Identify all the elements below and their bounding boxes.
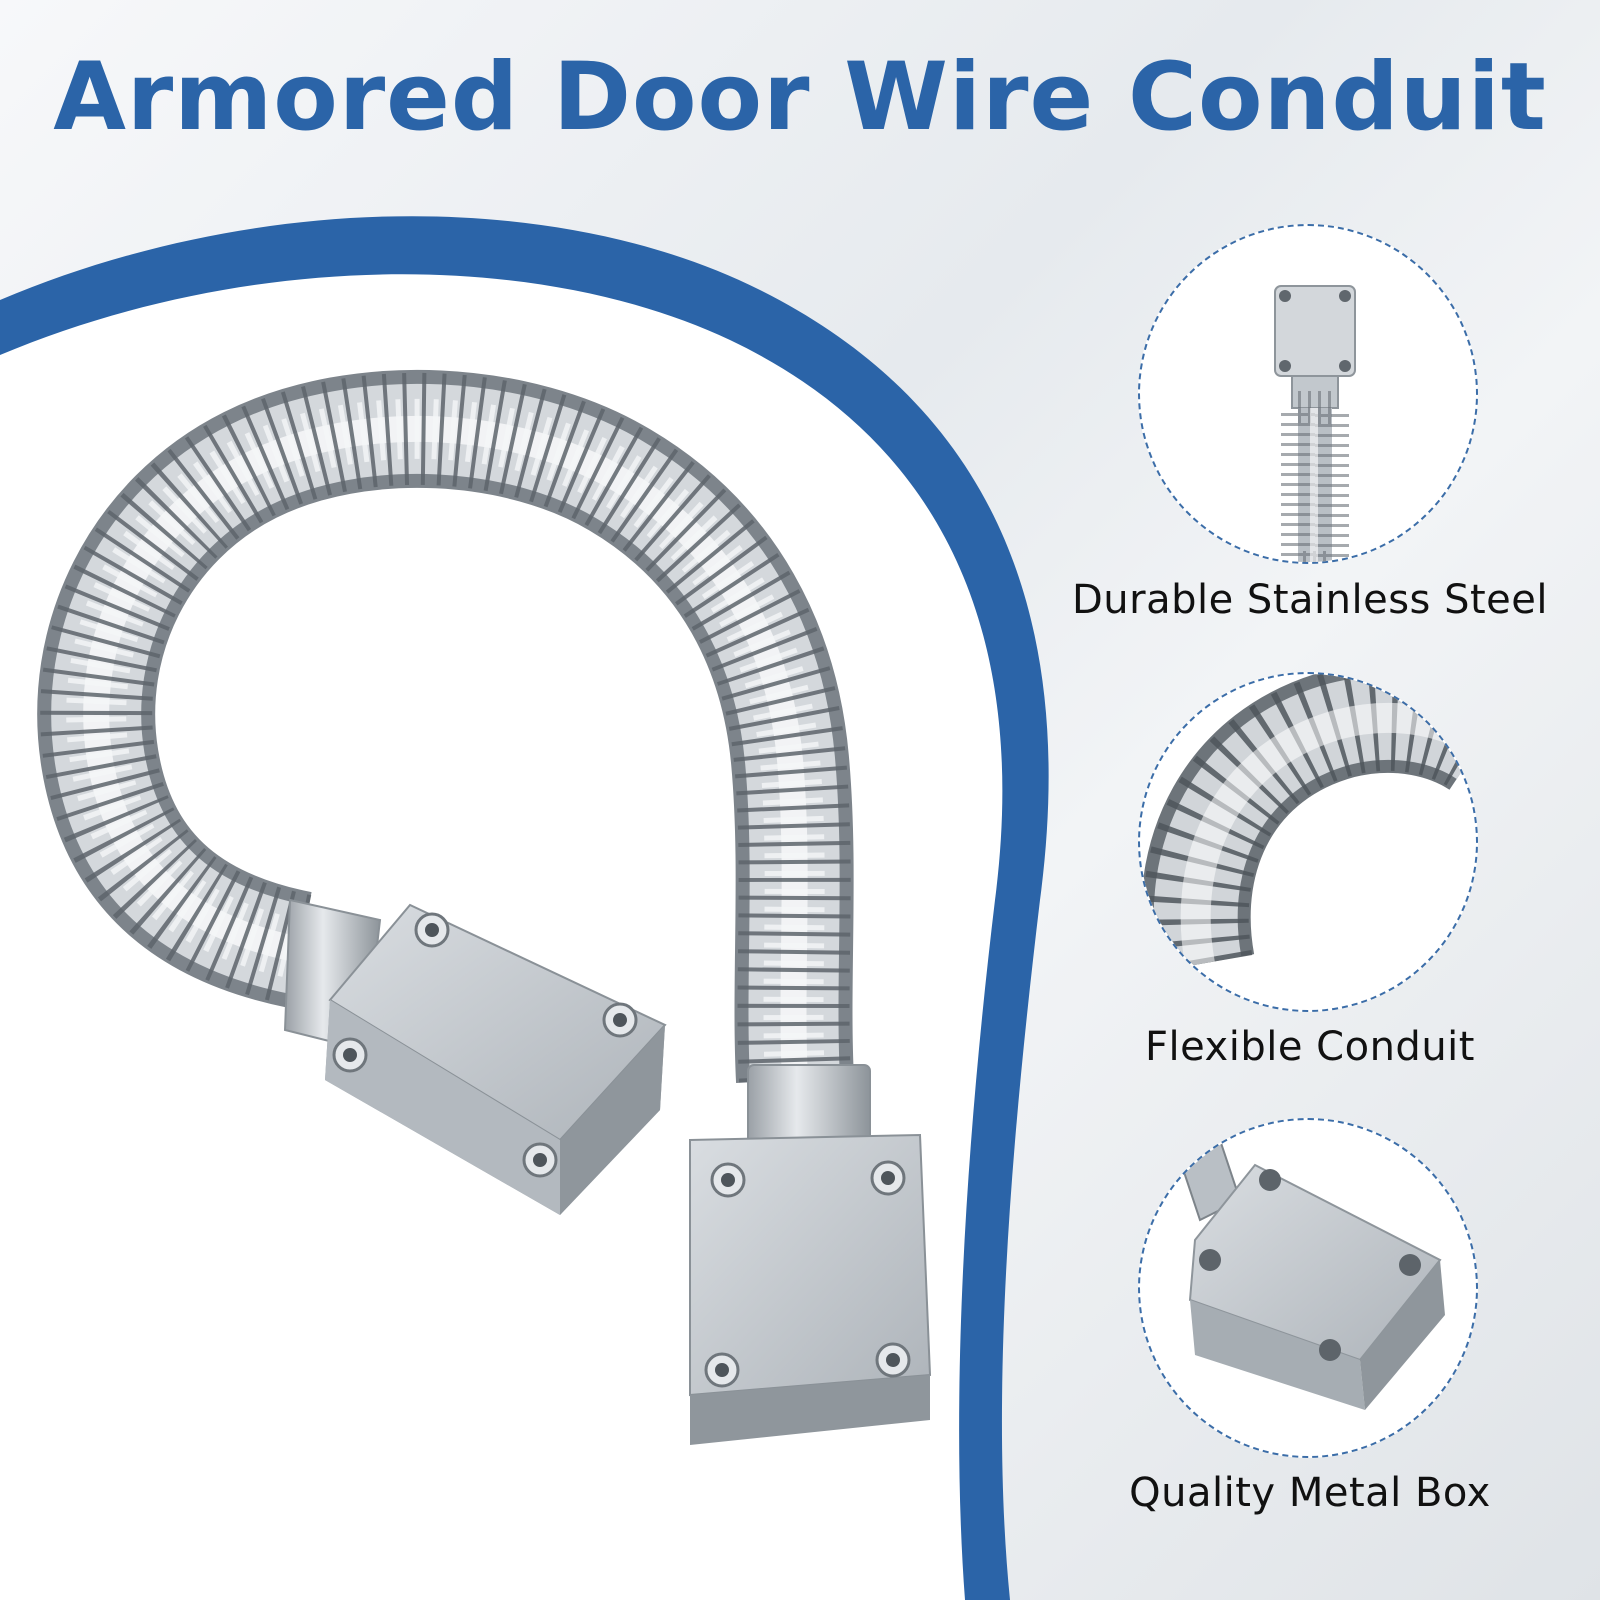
- page-title: Armored Door Wire Conduit: [53, 43, 1547, 152]
- metal-box-closeup-icon: [1178, 1138, 1445, 1410]
- main-conduit: [37, 369, 854, 1083]
- feature-label-metal-box: Quality Metal Box: [1129, 1470, 1491, 1516]
- right-junction-box: [689, 1064, 932, 1445]
- feature-label-flexible-conduit: Flexible Conduit: [1145, 1024, 1475, 1070]
- feature-circle-metal-box: [1138, 1118, 1478, 1458]
- feature-circle-flexible-conduit: [1138, 672, 1478, 1012]
- conduit-bend-closeup-icon: [1140, 674, 1476, 974]
- conduit-top-box-closeup-icon: [1274, 285, 1356, 562]
- feature-circle-stainless-steel: [1138, 224, 1478, 564]
- left-junction-box: [283, 898, 667, 1215]
- feature-label-stainless-steel: Durable Stainless Steel: [1071, 577, 1548, 623]
